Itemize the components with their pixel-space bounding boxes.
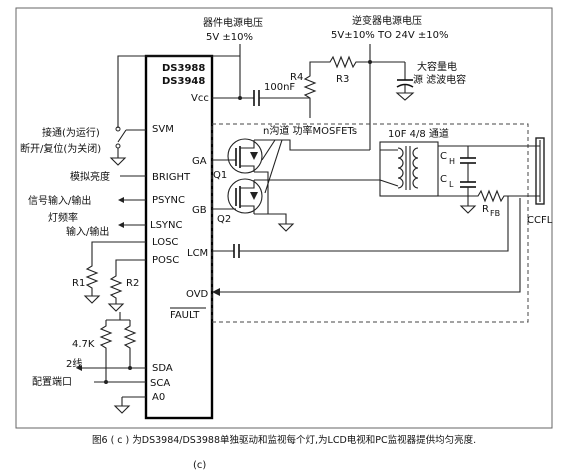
pin-fault: FAULT [170, 310, 200, 321]
ch-label: C [440, 151, 447, 162]
rfb-label-sub: FB [490, 209, 500, 218]
r1-label: R1 [72, 278, 85, 289]
cl-label: C [440, 174, 447, 185]
device-supply-value: 5V ±10% [206, 32, 253, 43]
r1-resistor [85, 262, 99, 296]
label-lamp-freq-1: 灯频率 [48, 211, 78, 224]
r4-label: R4 [290, 72, 303, 83]
pin-bright: BRIGHT [152, 172, 191, 183]
r2-label: R2 [126, 278, 139, 289]
transformer-primary-coil [397, 147, 404, 189]
ground-symbol-r2 [107, 303, 125, 312]
wire-posc [115, 259, 146, 272]
transformer-label: 10F 4/8 通道 [388, 127, 449, 140]
ground-symbol-a0 [113, 405, 131, 414]
r4-resistor [303, 70, 317, 118]
q1-drain [240, 140, 255, 149]
q2-label: Q2 [217, 214, 231, 225]
ground-symbol-r1 [83, 295, 101, 304]
pin-lsync: LSYNC [150, 220, 183, 231]
wire-r4-top [309, 61, 325, 70]
r47k-label: 4.7K [72, 339, 95, 350]
switch-terminal-top [115, 126, 121, 132]
ic-name-2: DS3948 [162, 76, 205, 87]
bulk-cap-label-1: 大容量电 [417, 60, 457, 73]
device-supply-label: 器件电源电压 [203, 16, 263, 29]
q2-source [240, 205, 255, 214]
lsync-arrow-icon [118, 222, 124, 228]
wire-q1-drain [254, 139, 370, 151]
inverter-supply-label: 逆变器电源电压 [352, 14, 422, 27]
pin-ga: GA [192, 156, 207, 167]
pin-sca: SCA [150, 378, 170, 389]
ic-name-1: DS3988 [162, 63, 205, 74]
diagram-frame [15, 7, 553, 429]
r3-resistor [325, 55, 370, 69]
q2-drain [240, 180, 255, 189]
rfb-resistor [468, 189, 540, 203]
pin-lcm: LCM [187, 248, 208, 259]
channel-dashed-box [211, 123, 529, 323]
cap-100nf-label: 100nF [264, 82, 295, 93]
ground-symbol-sources [277, 223, 295, 232]
mosfet-label: n沟道 功率MOSFETs [263, 124, 357, 137]
pin-ovd: OVD [186, 289, 209, 300]
wire-ovd [218, 198, 521, 293]
node-vcc [238, 96, 242, 100]
figure-sublabel: (c) [193, 460, 206, 471]
pin-posc: POSC [152, 255, 179, 266]
pin-gb: GB [192, 205, 207, 216]
transformer-secondary-coil [412, 147, 419, 189]
mosfet-pointer-1 [261, 139, 276, 161]
label-lamp-freq-2: 输入/输出 [66, 225, 109, 238]
inverter-supply-value: 5V±10% TO 24V ±10% [331, 30, 449, 41]
ccfl-label: CCFL [527, 215, 553, 226]
wire-sources-gnd [254, 171, 269, 215]
wire-transformer-primary-bot [379, 179, 399, 187]
bulk-cap-label-2: 源 滤波电容 [413, 73, 466, 86]
wire-source-gnd [268, 213, 287, 224]
ccfl-lamp [535, 137, 545, 205]
switch-arm [117, 129, 127, 143]
r3-label: R3 [336, 74, 349, 85]
sda-arrow-icon [76, 365, 82, 371]
ground-symbol-bulk-cap [395, 92, 415, 101]
q1-source [240, 165, 255, 172]
q1-mosfet [227, 138, 263, 174]
cl-label-sub: L [449, 180, 454, 189]
pin-vcc: Vcc [191, 93, 209, 104]
wire-losc [91, 241, 146, 262]
figure-caption: 图6 ( c ) 为DS3984/DS3988单独驱动和监视每个灯,为LCD电视… [92, 434, 476, 446]
ovd-arrow-icon [212, 288, 220, 296]
pin-sda: SDA [152, 363, 173, 374]
label-analog-brightness: 模拟亮度 [70, 170, 110, 183]
r47k-resistor-1 [99, 320, 113, 382]
psync-arrow-icon [118, 197, 124, 203]
label-off-reset: 断开/复位(为关闭) [20, 142, 101, 155]
r2-resistor [109, 272, 123, 304]
pin-losc: LOSC [152, 237, 178, 248]
label-on-run: 接通(为运行) [42, 126, 100, 139]
transformer-body [379, 141, 439, 197]
label-config-port: 配置端口 [32, 375, 72, 388]
label-signal-io: 信号输入/输出 [28, 194, 91, 207]
switch-terminal-bot [115, 143, 121, 149]
ground-symbol-switch [109, 157, 127, 166]
wire-device-supply [117, 55, 240, 128]
ch-label-sub: H [449, 157, 455, 166]
r47k-resistor-2 [123, 320, 137, 368]
q2-mosfet [227, 178, 263, 214]
wire-lcm-2 [239, 196, 509, 252]
pin-svm: SVM [152, 124, 174, 135]
rfb-label: R [482, 204, 489, 215]
q2-diode-icon [250, 192, 258, 200]
q1-label: Q1 [213, 170, 227, 181]
ground-symbol-secondary [459, 205, 477, 214]
label-two-wire: 2线 [66, 357, 82, 370]
pin-a0: A0 [152, 392, 165, 403]
q1-diode-icon [250, 152, 258, 160]
bulk-cap-plate-2 [396, 83, 414, 88]
pin-psync: PSYNC [152, 195, 185, 206]
